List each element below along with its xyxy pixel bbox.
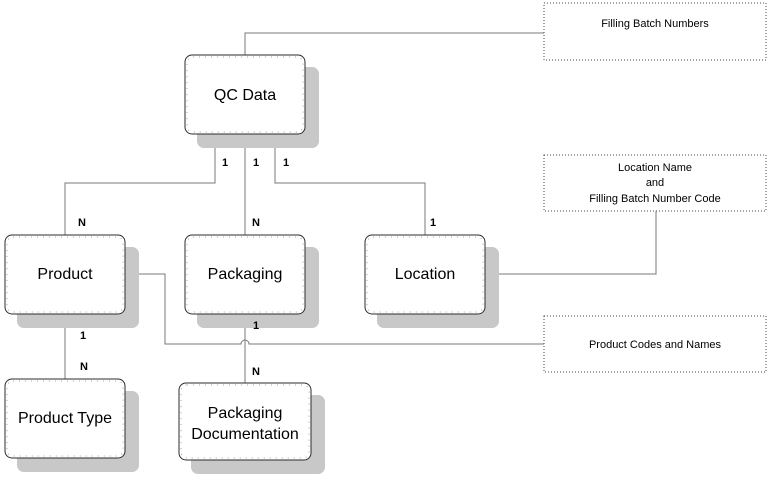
card-packaging-many: N (252, 217, 260, 229)
card-location-one: 1 (430, 217, 436, 229)
qc-to-location-line (274, 134, 426, 235)
note-location-name-text: Location Name (618, 162, 692, 174)
note-filling-batch: Filling Batch Numbers (543, 2, 767, 61)
location-to-location-note-line (484, 211, 657, 275)
entity-product-label: Product (37, 266, 93, 283)
entity-product[interactable]: Product (4, 234, 139, 328)
cardinality-labels: 1 1 1 N N 1 1 N 1 N (78, 157, 436, 378)
entity-packaging-documentation[interactable]: Packaging Documentation (178, 382, 325, 474)
note-and-text: and (646, 177, 664, 189)
qc-to-filling-batch-note-line (244, 32, 544, 55)
entity-packaging-documentation-label-line1: Packaging (208, 405, 283, 422)
card-product-type-many: N (80, 361, 88, 373)
card-documentation-one: 1 (253, 320, 259, 332)
entity-product-type[interactable]: Product Type (4, 378, 139, 472)
note-location-info: Location Name and Filling Batch Number C… (543, 154, 767, 212)
note-filling-batch-text: Filling Batch Numbers (601, 18, 709, 30)
note-product-codes-text: Product Codes and Names (589, 339, 722, 351)
relationship-lines (64, 32, 657, 383)
entity-packaging-label: Packaging (208, 266, 283, 283)
entity-qc-data[interactable]: QC Data (184, 54, 319, 148)
entity-packaging[interactable]: Packaging (184, 234, 319, 328)
note-filling-code-text: Filling Batch Number Code (589, 193, 720, 205)
card-documentation-many: N (252, 366, 260, 378)
entity-product-type-label: Product Type (18, 410, 112, 427)
qc-to-product-line (64, 134, 216, 235)
card-qc-location-one: 1 (283, 157, 289, 169)
product-to-codes-note-line (125, 273, 544, 345)
entity-qc-data-label: QC Data (214, 87, 276, 104)
card-product-type-one: 1 (80, 330, 86, 342)
entity-location[interactable]: Location (364, 234, 499, 328)
card-product-many: N (78, 217, 86, 229)
note-product-codes: Product Codes and Names (543, 315, 767, 373)
card-qc-product-one: 1 (222, 157, 228, 169)
entity-location-label: Location (395, 266, 456, 283)
entity-packaging-documentation-label-line2: Documentation (191, 426, 299, 443)
card-qc-packaging-one: 1 (253, 157, 259, 169)
